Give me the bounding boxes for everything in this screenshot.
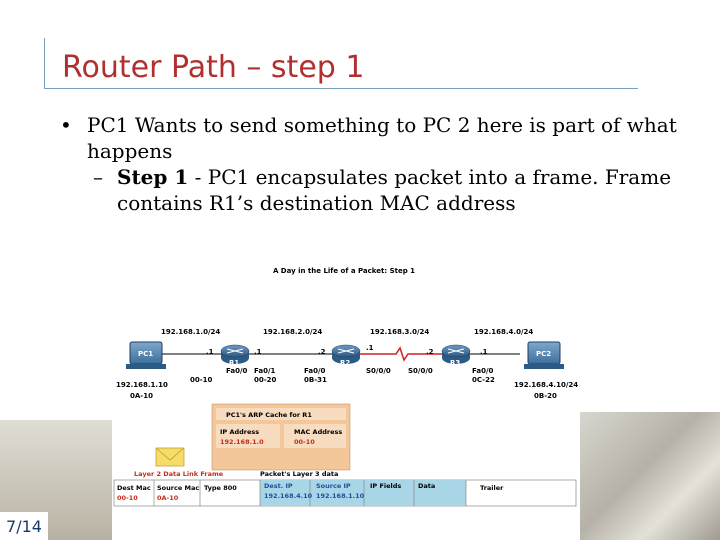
r1-right-host: .2 [318, 348, 326, 356]
r2-left-host: .1 [366, 344, 374, 352]
r3-s000-label: S0/0/0 [408, 367, 433, 375]
frame-trailer: Trailer [480, 484, 504, 492]
r1-left-host: .1 [254, 348, 262, 356]
network-label-1: 192.168.1.0/24 [161, 328, 220, 336]
arp-mac-value: 00-10 [294, 438, 315, 446]
pc1-mac: 0A-10 [130, 392, 153, 400]
r3-fa00-mac: 0C-22 [472, 376, 495, 384]
frame-dest-mac-header: Dest Mac [117, 484, 151, 492]
router-r1-icon [220, 344, 250, 364]
r1-label: R1 [229, 359, 239, 367]
bullet-list: • PC1 Wants to send something to PC 2 he… [60, 112, 690, 216]
r1-fa01-mac: 00-20 [254, 376, 277, 384]
r2-fa00-mac: 0B-31 [304, 376, 327, 384]
bullet-item: • PC1 Wants to send something to PC 2 he… [60, 112, 690, 164]
r3-label: R3 [450, 359, 460, 367]
frame-dest-ip-value: 192.168.4.10 [264, 492, 313, 500]
title-rule-vertical [44, 38, 45, 88]
arp-ip-header: IP Address [220, 428, 259, 436]
bullet-marker: • [60, 113, 72, 137]
frame-ip-fields: IP Fields [370, 482, 401, 490]
sub-bullet-marker: – [93, 165, 103, 189]
r1-fa00-label: Fa0/0 [226, 367, 248, 375]
pc1-ip: 192.168.1.10 [116, 381, 168, 389]
layer3-data-label: Packet's Layer 3 data [260, 470, 338, 478]
pc2-icon [524, 341, 564, 369]
frame-dest-mac-value: 00-10 [117, 494, 138, 502]
pc2-label: PC2 [536, 350, 551, 358]
sub-bullet-text: - PC1 encapsulates packet into a frame. … [117, 165, 672, 215]
bullet-text: PC1 Wants to send something to PC 2 here… [87, 113, 677, 163]
frame-data: Data [418, 482, 435, 490]
serial-link-r2-r3 [358, 346, 448, 362]
envelope-icon [155, 447, 185, 467]
layer2-frame-label: Layer 2 Data Link Frame [134, 470, 224, 478]
frame-dest-ip-header: Dest. IP [264, 482, 293, 490]
r2-s000-label: S0/0/0 [366, 367, 391, 375]
pc1-icon [126, 341, 166, 369]
frame-table [113, 479, 577, 507]
arp-cache-box [211, 403, 351, 471]
pc2-ip: 192.168.4.10/24 [514, 381, 578, 389]
r2-fa00-label: Fa0/0 [304, 367, 326, 375]
frame-src-mac-value: 0A-10 [157, 494, 179, 502]
sub-bullet-step: Step 1 [117, 165, 189, 189]
r2-label: R2 [340, 359, 350, 367]
pc2-mac: 0B-20 [534, 392, 557, 400]
router-r2-icon [331, 344, 361, 364]
network-diagram: A Day in the Life of a Packet: Step 1 19… [108, 262, 580, 510]
diagram-title: A Day in the Life of a Packet: Step 1 [273, 267, 415, 275]
pc1-label: PC1 [138, 350, 153, 358]
r3-right-host: .1 [480, 348, 488, 356]
frame-src-ip-value: 192.168.1.10 [316, 492, 365, 500]
network-label-2: 192.168.2.0/24 [263, 328, 322, 336]
pc1-gateway-host: .1 [206, 348, 214, 356]
network-label-4: 192.168.4.0/24 [474, 328, 533, 336]
router-r3-icon [441, 344, 471, 364]
sub-bullet-item: – Step 1 - PC1 encapsulates packet into … [60, 164, 690, 216]
frame-src-mac-header: Source Mac [157, 484, 199, 492]
r1-fa00-mac: 00-10 [190, 376, 213, 384]
arp-ip-value: 192.168.1.0 [220, 438, 264, 446]
arp-cache-title: PC1's ARP Cache for R1 [226, 411, 312, 419]
frame-type: Type 800 [204, 484, 237, 492]
arp-mac-header: MAC Address [294, 428, 342, 436]
page-number: 7/14 [0, 512, 48, 540]
slide-title: Router Path – step 1 [62, 50, 365, 85]
background-photo-right [580, 412, 720, 540]
network-diagram-svg: A Day in the Life of a Packet: Step 1 19… [113, 267, 578, 507]
network-label-3: 192.168.3.0/24 [370, 328, 429, 336]
frame-src-ip-header: Source IP [316, 482, 351, 490]
r3-fa00-label: Fa0/0 [472, 367, 494, 375]
title-rule-horizontal [44, 88, 638, 89]
r2-right-host: .2 [426, 348, 434, 356]
r1-fa01-label: Fa0/1 [254, 367, 276, 375]
